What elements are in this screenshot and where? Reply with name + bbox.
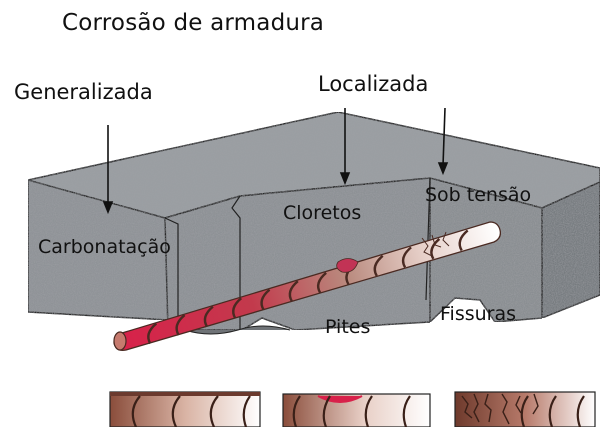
mini-diagram-generalizada [110, 392, 260, 427]
mini-diagram-pites [283, 394, 430, 427]
diagram-title: Corrosão de armadura [62, 12, 324, 35]
rebar-end-cap [114, 332, 126, 350]
mini-diagram-sob-tensao [455, 392, 595, 427]
label-carbonatacao: Carbonatação [38, 238, 171, 257]
label-pites: Pites [325, 318, 370, 337]
label-sob-tensao: Sob tensão [425, 186, 531, 205]
label-localizada: Localizada [318, 74, 428, 95]
label-generalizada: Generalizada [14, 82, 153, 103]
label-cloretos: Cloretos [283, 204, 361, 223]
label-fissuras: Fissuras [440, 305, 516, 324]
